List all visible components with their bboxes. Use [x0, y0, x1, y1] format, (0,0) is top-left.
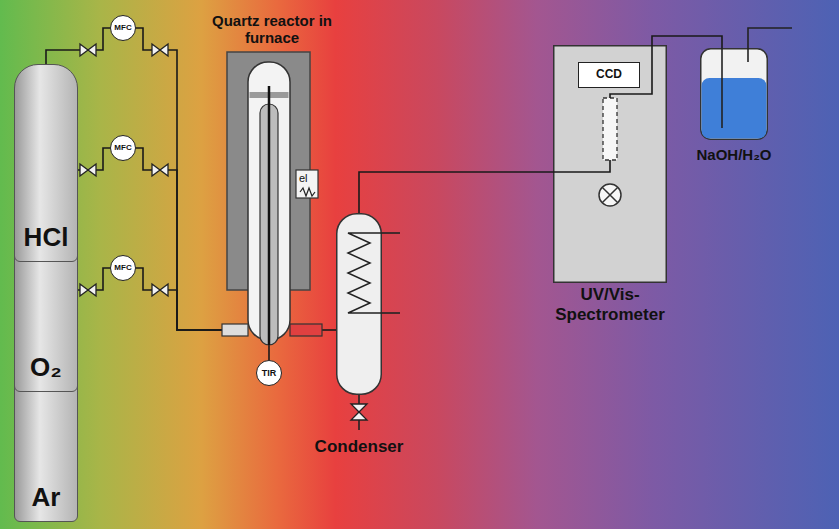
quartz-reactor-furnace-outline [222, 52, 322, 345]
spectrometer-label: UV/Vis-Spectrometer [540, 285, 680, 324]
heater-box [296, 170, 318, 198]
uv-vis-spectrometer: UV/Vis-SpectrometerCCD [553, 45, 667, 283]
valve-symbol [152, 164, 160, 176]
valve-symbol [88, 164, 96, 176]
ccd-detector: CCD [578, 62, 640, 88]
valve-symbol [80, 44, 88, 56]
bottle-liquid [702, 78, 767, 139]
mass-flow-controller: MFC [110, 255, 136, 281]
drain-valve-symbol [351, 404, 367, 412]
reactor-heading: Quartz reactor in furnace [202, 12, 342, 47]
ccd-label: CCD [596, 68, 622, 82]
condenser-outline [336, 213, 382, 395]
drain-valve-symbol [351, 412, 367, 420]
gas-path [553, 160, 610, 172]
spectrometer-housing [554, 46, 667, 283]
valve-symbol [152, 284, 160, 296]
mfc-label: MFC [114, 263, 131, 272]
cooling-coil [348, 233, 382, 313]
gas-line [359, 172, 553, 213]
gas-outlet [290, 324, 322, 336]
gas-inlet [222, 324, 248, 336]
tir-label: TIR [262, 368, 277, 378]
heater-coil [300, 188, 315, 196]
gas-line [136, 28, 222, 330]
gas-line [136, 148, 222, 330]
condenser-label: Condenser [315, 437, 404, 457]
mass-flow-controller: MFC [110, 15, 136, 41]
gas-line [46, 28, 110, 64]
cylinder-label: Ar [32, 483, 61, 513]
gas-cylinder: HCl [14, 64, 78, 262]
label-holder: el [299, 172, 308, 184]
temperature-indicator: TIR [256, 360, 282, 386]
heater-label: el [299, 172, 308, 184]
quartz-reactor-furnace: Quartz reactor in furnace [222, 52, 322, 345]
outlet-tube [747, 48, 749, 62]
lamp-symbol [599, 184, 621, 206]
valve-symbol [160, 164, 168, 176]
gas-line [136, 268, 222, 330]
gas-line [322, 329, 336, 331]
condenser: Condenser [336, 213, 382, 395]
mfc-label: MFC [114, 23, 131, 32]
coolant-line [382, 232, 400, 234]
cylinder-label: O₂ [30, 353, 62, 383]
thermocouple [268, 86, 271, 345]
valve-symbol [80, 164, 88, 176]
solution-label: NaOH/H₂O [697, 146, 772, 163]
wash-bottle-outline [700, 48, 768, 140]
bottle-glass [701, 49, 768, 140]
gas-line [268, 345, 270, 360]
wash-bottle: NaOH/H₂O [700, 48, 768, 140]
valve-symbol [80, 284, 88, 296]
valve-symbol [88, 284, 96, 296]
exhaust-line [748, 28, 792, 48]
valve-group [80, 44, 168, 296]
valve-symbol [88, 44, 96, 56]
lamp-cross [602, 187, 618, 203]
mfc-label: MFC [114, 143, 131, 152]
inlet-tube [721, 48, 723, 128]
mass-flow-controller: MFC [110, 135, 136, 161]
valve-symbol [160, 284, 168, 296]
condenser-vessel [337, 214, 382, 395]
cylinder-label: HCl [24, 223, 69, 253]
valve-symbol [160, 44, 168, 56]
valve-symbol [152, 44, 160, 56]
coolant-line [382, 312, 400, 314]
flow-cell [603, 98, 617, 160]
